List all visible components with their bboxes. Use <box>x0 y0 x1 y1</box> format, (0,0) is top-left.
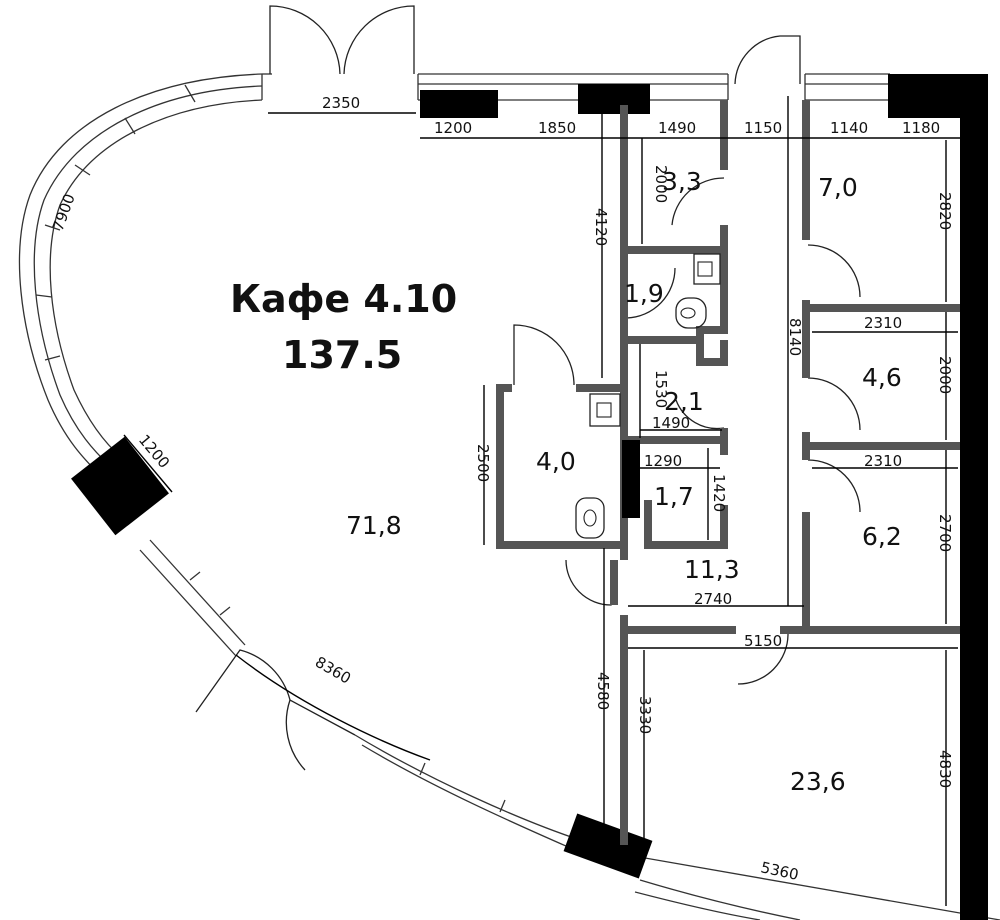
dim-label: 4830 <box>936 750 954 788</box>
dim-label: 2350 <box>322 94 360 112</box>
dim-label: 2820 <box>936 192 954 230</box>
sink-icon <box>589 393 621 427</box>
dim-label: 1180 <box>902 119 940 137</box>
dim-label: 1290 <box>644 452 682 470</box>
dim-label: 2000 <box>652 165 670 203</box>
total-area: 137.5 <box>282 333 402 377</box>
room-area-r70: 7,0 <box>818 173 858 202</box>
room-area-main: 71,8 <box>346 511 402 540</box>
dim-label: 7900 <box>49 191 79 233</box>
dim-label: 1530 <box>652 370 670 408</box>
top-facade <box>71 73 988 920</box>
dim-label: 5360 <box>759 858 800 884</box>
dim-label: 2500 <box>474 444 492 482</box>
dim-label: 1200 <box>434 119 472 137</box>
dim-label: 1140 <box>830 119 868 137</box>
toilet-icon <box>575 497 605 539</box>
dim-label: 4120 <box>592 208 610 246</box>
dim-label: 2700 <box>936 514 954 552</box>
curved-facade <box>18 73 1000 920</box>
room-area-wc1: 3,3 <box>662 167 702 196</box>
room-area-hall: 11,3 <box>684 555 740 584</box>
dim-label: 4580 <box>594 672 612 710</box>
room-area-wc5: 1,7 <box>654 482 694 511</box>
fixtures <box>575 253 721 539</box>
dim-label: 2310 <box>864 314 902 332</box>
sink-icon <box>693 253 721 285</box>
dim-label: 8140 <box>786 318 804 356</box>
dim-label: 1490 <box>658 119 696 137</box>
column <box>578 84 650 114</box>
dim-label: 1150 <box>744 119 782 137</box>
room-area-r46: 4,6 <box>862 363 902 392</box>
room-area-r236: 23,6 <box>790 767 846 796</box>
doors <box>195 5 861 771</box>
dim-label: 2000 <box>936 356 954 394</box>
right-wall <box>960 74 988 920</box>
room-area-wc3: 2,1 <box>664 387 704 416</box>
column <box>888 74 970 118</box>
dim-label: 8360 <box>312 653 354 688</box>
walls <box>496 100 960 845</box>
room-area-r62: 6,2 <box>862 522 902 551</box>
column <box>420 90 498 118</box>
column <box>622 440 640 518</box>
dim-label: 1850 <box>538 119 576 137</box>
dim-label: 2740 <box>694 590 732 608</box>
room-title: Кафе 4.10 <box>230 277 457 321</box>
dim-label: 1490 <box>652 414 690 432</box>
toilet-icon <box>675 297 707 329</box>
dimension-lines <box>123 96 972 906</box>
column <box>71 436 169 536</box>
dim-label: 5150 <box>744 632 782 650</box>
room-area-wc2: 1,9 <box>624 279 664 308</box>
dim-label: 2310 <box>864 452 902 470</box>
dim-label: 1420 <box>710 474 728 512</box>
room-area-wc4: 4,0 <box>536 447 576 476</box>
column <box>563 813 653 879</box>
dim-label: 3330 <box>636 696 654 734</box>
